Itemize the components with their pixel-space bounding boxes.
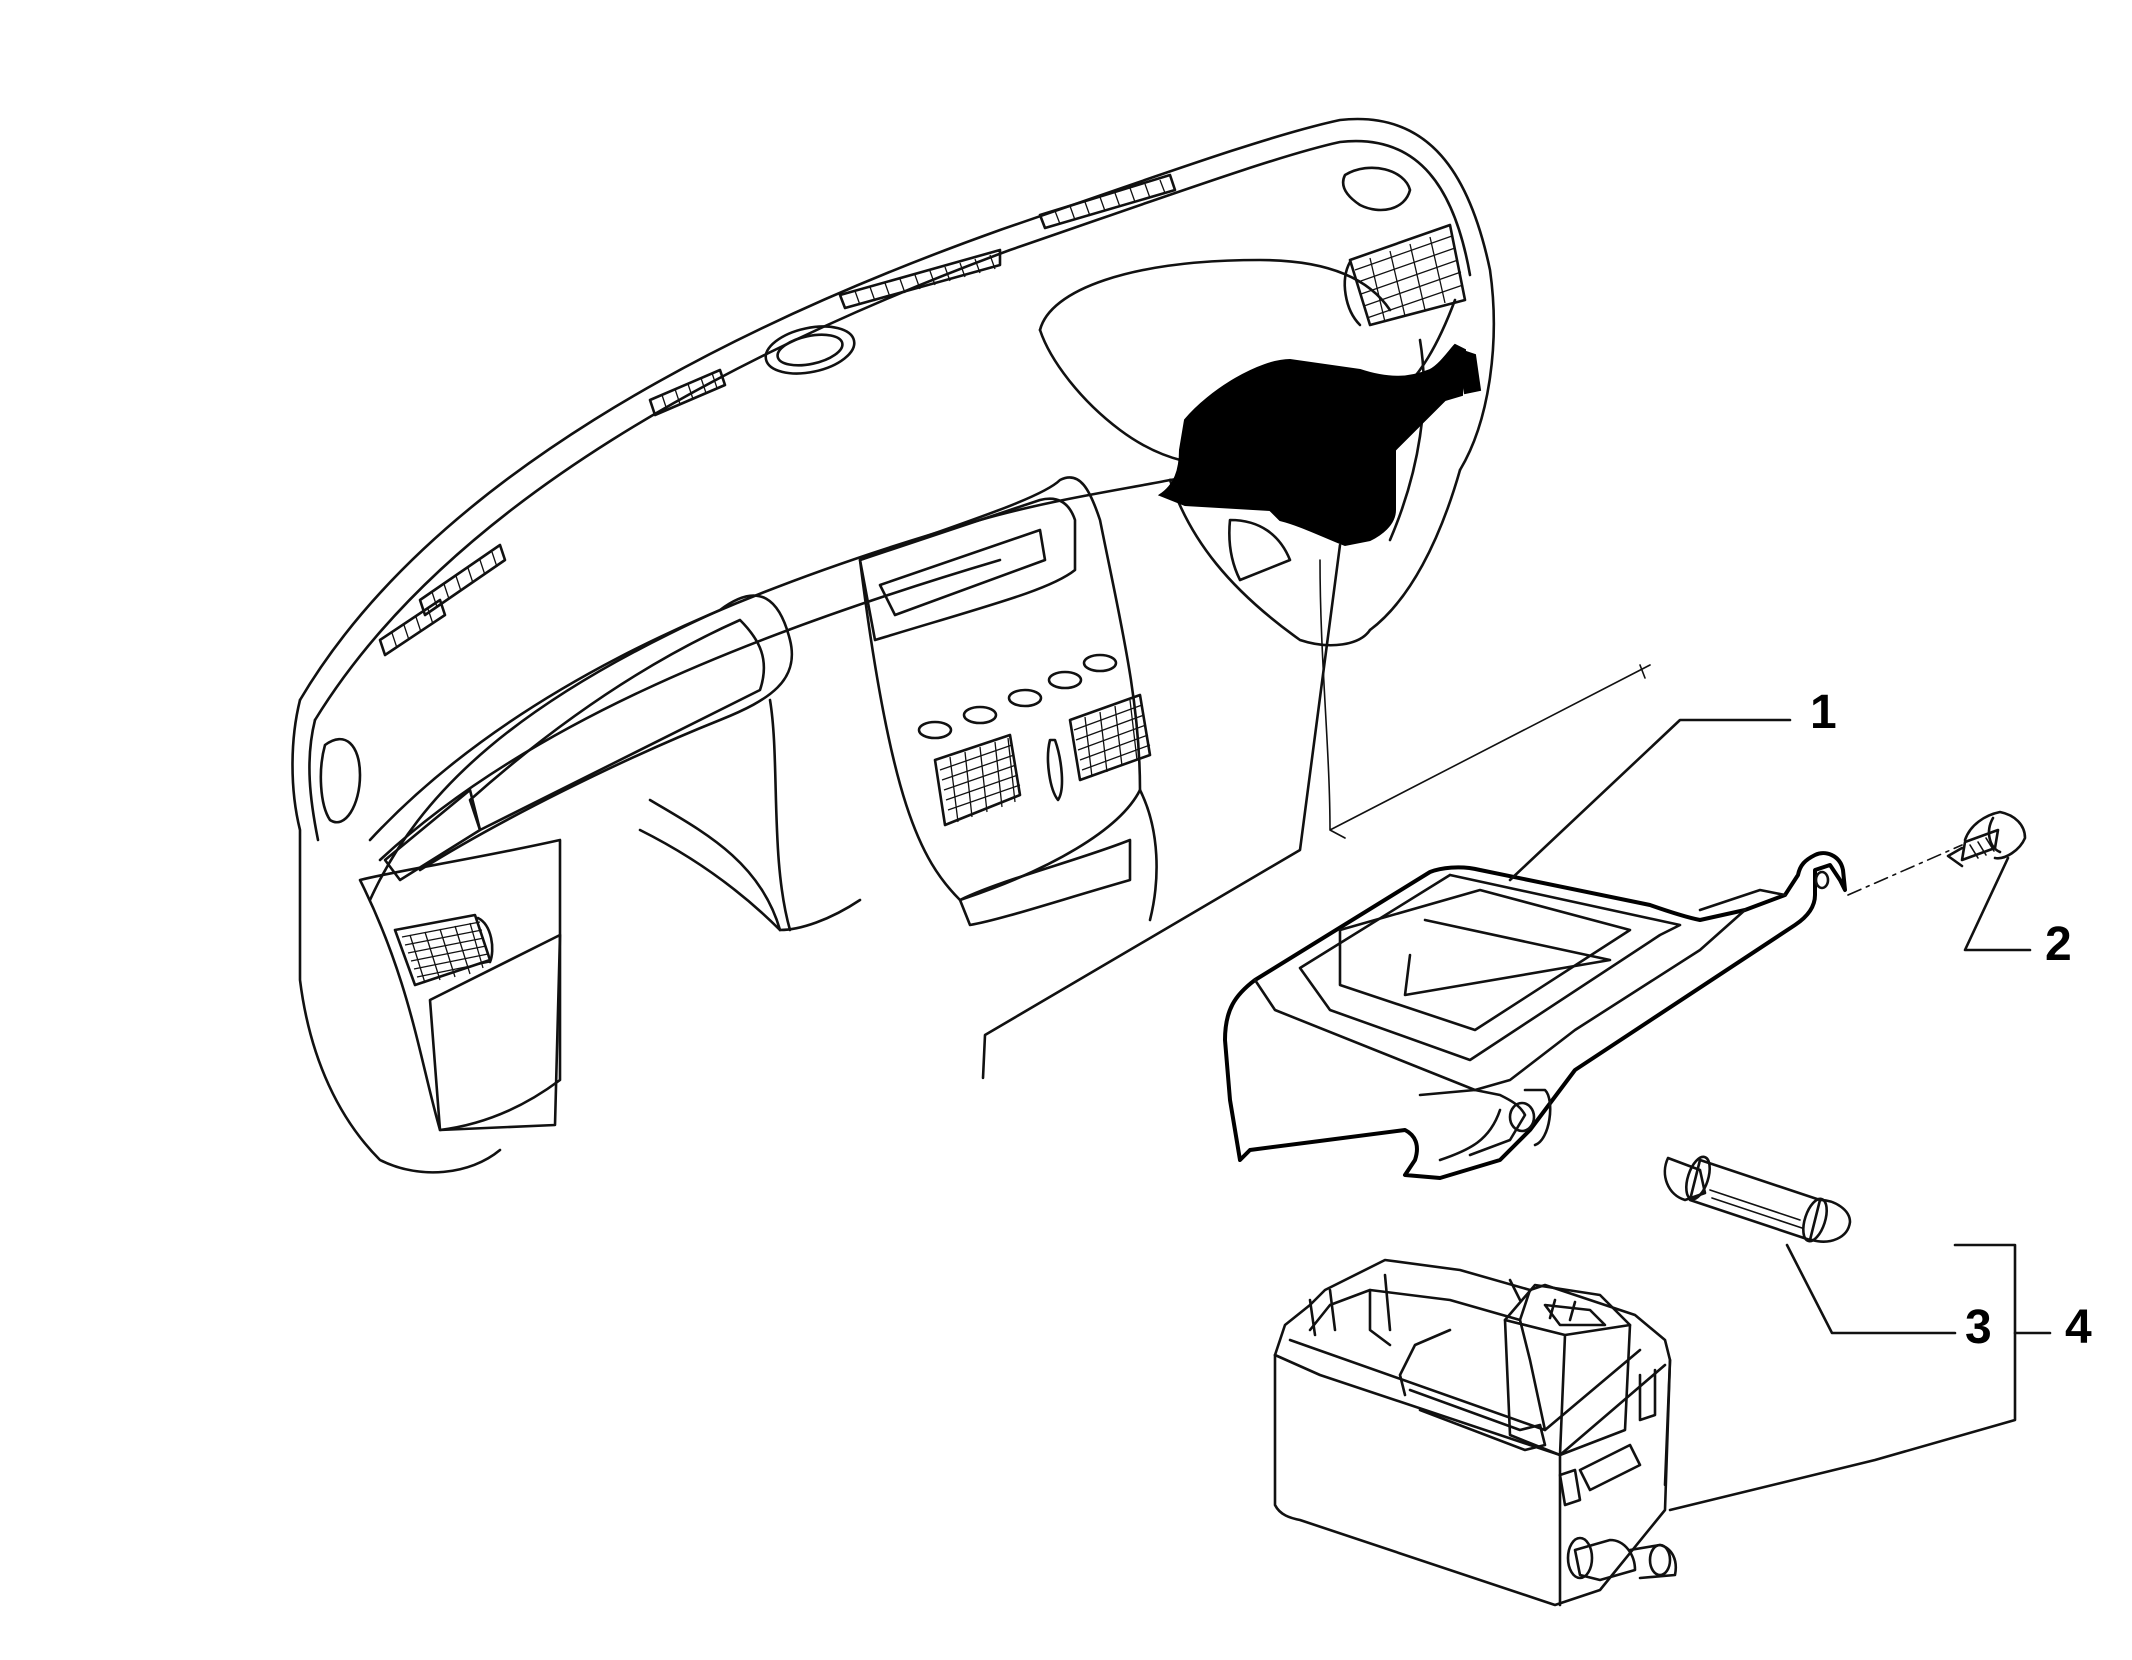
callout-4-label: 4 <box>2065 1301 2092 1354</box>
callout-1-label: 1 <box>1810 686 1837 739</box>
dashboard-illustration <box>291 117 1651 1174</box>
callout-1-leader-dashboard <box>981 543 1342 1080</box>
lamp-housing-icon <box>1273 1258 1678 1607</box>
callout-1: 1 <box>1508 686 1837 882</box>
control-unit-icon <box>1157 343 1482 547</box>
callout-4: 4 <box>1668 1243 2092 1512</box>
mounting-bracket-icon <box>1223 851 1847 1180</box>
screw-icon <box>1847 810 2027 896</box>
bulb-icon <box>1663 1155 1852 1243</box>
callout-3: 3 <box>1785 1243 1992 1354</box>
callout-2-label: 2 <box>2045 918 2072 971</box>
callout-3-label: 3 <box>1965 1301 1992 1354</box>
callout-2: 2 <box>1963 856 2072 971</box>
